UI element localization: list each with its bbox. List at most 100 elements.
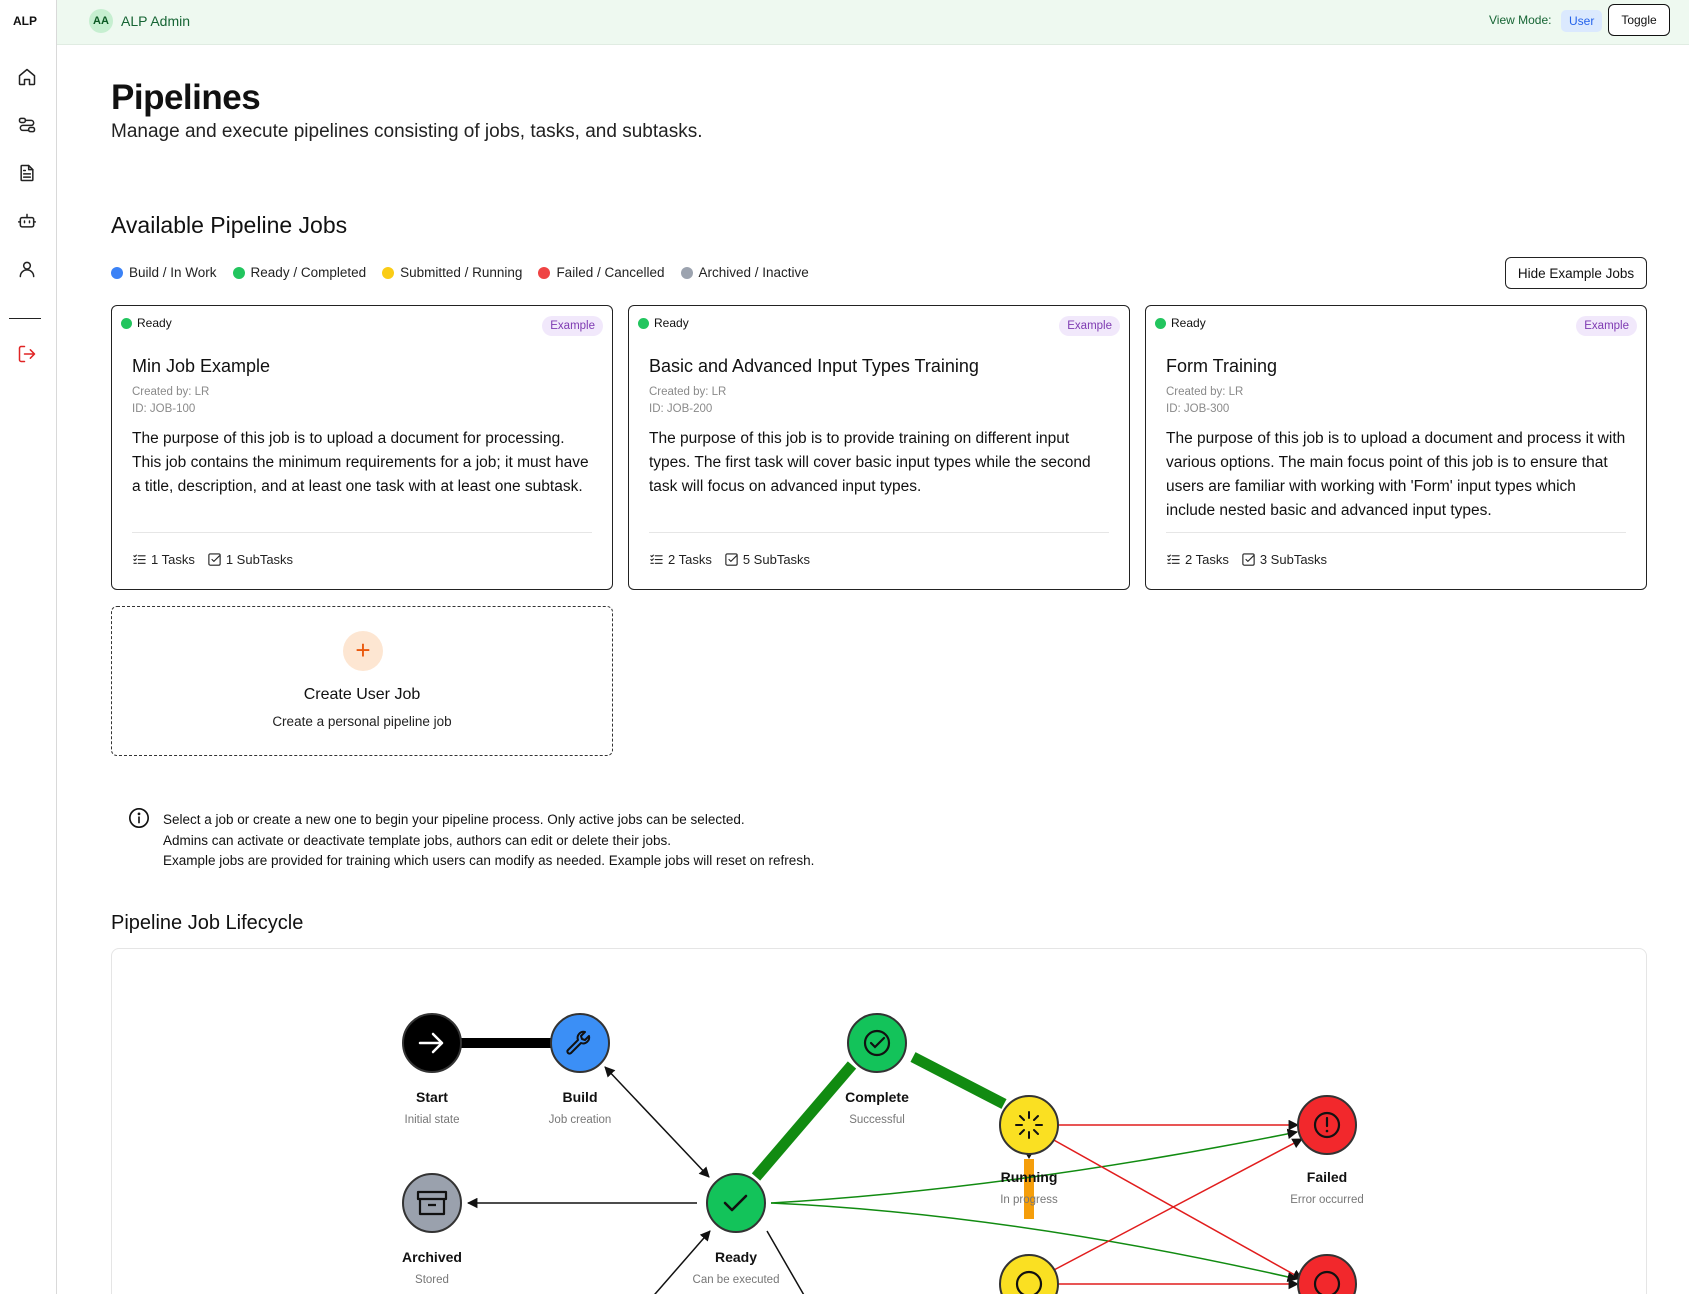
logout-icon[interactable] <box>13 340 41 368</box>
node-label: Running <box>1001 1169 1058 1185</box>
job-description: The purpose of this job is to provide tr… <box>649 430 1091 495</box>
wrench-icon <box>566 1030 591 1055</box>
task-count: 2 Tasks <box>668 552 712 567</box>
user-icon[interactable] <box>13 255 41 283</box>
top-bar: AA ALP Admin View Mode: User Toggle <box>57 0 1689 45</box>
node-failed[interactable]: Failed Error occurred <box>1290 1095 1364 1206</box>
create-job-subtitle: Create a personal pipeline job <box>272 714 452 729</box>
example-badge: Example <box>1576 316 1637 336</box>
status-label: Ready <box>137 316 172 330</box>
node-running[interactable]: Running In progress <box>999 1095 1059 1206</box>
node-label: Build <box>563 1089 598 1105</box>
legend-dot <box>232 266 245 279</box>
node-label: Archived <box>402 1249 462 1265</box>
checkbox-icon <box>208 553 221 566</box>
edge-ready-cancelled <box>770 1202 1299 1283</box>
legend-label: Ready / Completed <box>250 265 367 280</box>
node-start[interactable]: Start Initial state <box>402 1013 462 1126</box>
pipelines-icon[interactable] <box>13 111 41 139</box>
legend-dot <box>111 266 123 279</box>
legend-label: Failed / Cancelled <box>556 265 665 280</box>
job-id: ID: JOB-200 <box>649 403 713 415</box>
toggle-view-button[interactable]: Toggle <box>1608 4 1670 36</box>
loader-icon <box>1015 1111 1043 1139</box>
task-list-icon <box>650 554 663 564</box>
node-submitted[interactable] <box>999 1254 1059 1294</box>
plus-icon: + <box>343 631 383 671</box>
node-sub: In progress <box>1000 1194 1058 1206</box>
node-sub: Stored <box>415 1274 449 1286</box>
status-dot <box>1155 317 1166 329</box>
avatar[interactable]: AA <box>89 9 113 33</box>
card-divider <box>649 532 1109 533</box>
info-icon <box>129 808 149 828</box>
edge-complete-running <box>910 1052 1007 1109</box>
app-user-title: ALP Admin <box>121 13 191 29</box>
job-id: ID: JOB-300 <box>1166 403 1230 415</box>
checkbox-icon <box>725 553 738 566</box>
home-icon[interactable] <box>13 63 41 91</box>
create-user-job-card[interactable]: + Create User Job Create a personal pipe… <box>111 606 613 756</box>
subtask-count: 3 SubTasks <box>1259 552 1328 567</box>
node-sub: Can be executed <box>693 1274 780 1286</box>
check-circle-icon <box>863 1029 891 1057</box>
bot-icon[interactable] <box>13 207 41 235</box>
node-cancelled[interactable] <box>1297 1254 1357 1294</box>
node-sub: Successful <box>849 1114 905 1126</box>
legend-dot <box>680 266 693 279</box>
status-dot <box>121 317 132 329</box>
legend-dot <box>382 266 395 279</box>
legend-label: Build / In Work <box>129 265 217 280</box>
document-icon[interactable] <box>13 159 41 187</box>
info-line: Select a job or create a new one to begi… <box>163 812 745 827</box>
legend-item-archived: Archived / Inactive <box>680 265 809 280</box>
card-divider <box>132 532 592 533</box>
job-counts: 2 Tasks 3 SubTasks <box>1166 552 1327 567</box>
job-created-by: Created by: LR <box>649 386 727 398</box>
lifecycle-diagram: Start Initial state Build Job creation C… <box>111 948 1647 1294</box>
node-sub: Initial state <box>405 1114 460 1126</box>
lifecycle-title: Pipeline Job Lifecycle <box>111 912 304 934</box>
job-card[interactable]: Ready Example Basic and Advanced Input T… <box>628 305 1130 590</box>
info-line: Example jobs are provided for training w… <box>163 853 815 868</box>
view-mode-label: View Mode: <box>1489 13 1552 27</box>
node-complete[interactable]: Complete Successful <box>845 1013 909 1126</box>
view-mode-badge: User <box>1561 10 1603 32</box>
checkbox-icon <box>1242 553 1255 566</box>
job-card[interactable]: Ready Example Min Job Example Created by… <box>111 305 613 590</box>
sidebar: ALP <box>0 0 57 1294</box>
task-count: 2 Tasks <box>1185 552 1229 567</box>
node-build[interactable]: Build Job creation <box>549 1013 612 1126</box>
edge-incoming-ready-right <box>766 1230 805 1294</box>
status-badge: Ready <box>1155 316 1206 330</box>
hide-example-jobs-button[interactable]: Hide Example Jobs <box>1505 257 1647 289</box>
legend-item-running: Submitted / Running <box>382 265 522 280</box>
edge-ready-complete <box>751 1061 857 1181</box>
page-subtitle: Manage and execute pipelines consisting … <box>111 121 703 142</box>
node-label: Complete <box>845 1089 909 1105</box>
status-badge: Ready <box>638 316 689 330</box>
check-circle-icon <box>1015 1270 1043 1294</box>
node-sub: Job creation <box>549 1114 612 1126</box>
job-title: Min Job Example <box>132 356 271 376</box>
node-ready[interactable]: Ready Can be executed <box>693 1173 780 1286</box>
page-title: Pipelines <box>111 78 261 117</box>
legend-label: Archived / Inactive <box>698 265 809 280</box>
example-badge: Example <box>542 316 603 336</box>
node-label: Failed <box>1307 1169 1347 1185</box>
job-card[interactable]: Ready Example Form Training Created by: … <box>1145 305 1647 590</box>
card-divider <box>1166 532 1626 533</box>
job-description: The purpose of this job is to upload a d… <box>1166 430 1626 519</box>
status-dot <box>638 317 649 329</box>
job-description: The purpose of this job is to upload a d… <box>132 430 589 495</box>
status-label: Ready <box>1171 316 1206 330</box>
job-counts: 2 Tasks 5 SubTasks <box>649 552 810 567</box>
status-legend: Build / In Work Ready / Completed Submit… <box>111 265 809 280</box>
subtask-count: 5 SubTasks <box>742 552 811 567</box>
edge-build-ready <box>604 1066 710 1178</box>
archive-icon <box>416 1190 448 1216</box>
info-text: Select a job or create a new one to begi… <box>163 810 814 872</box>
section-title: Available Pipeline Jobs <box>111 212 348 238</box>
node-label: Ready <box>715 1249 757 1265</box>
node-archived[interactable]: Archived Stored <box>402 1173 462 1286</box>
